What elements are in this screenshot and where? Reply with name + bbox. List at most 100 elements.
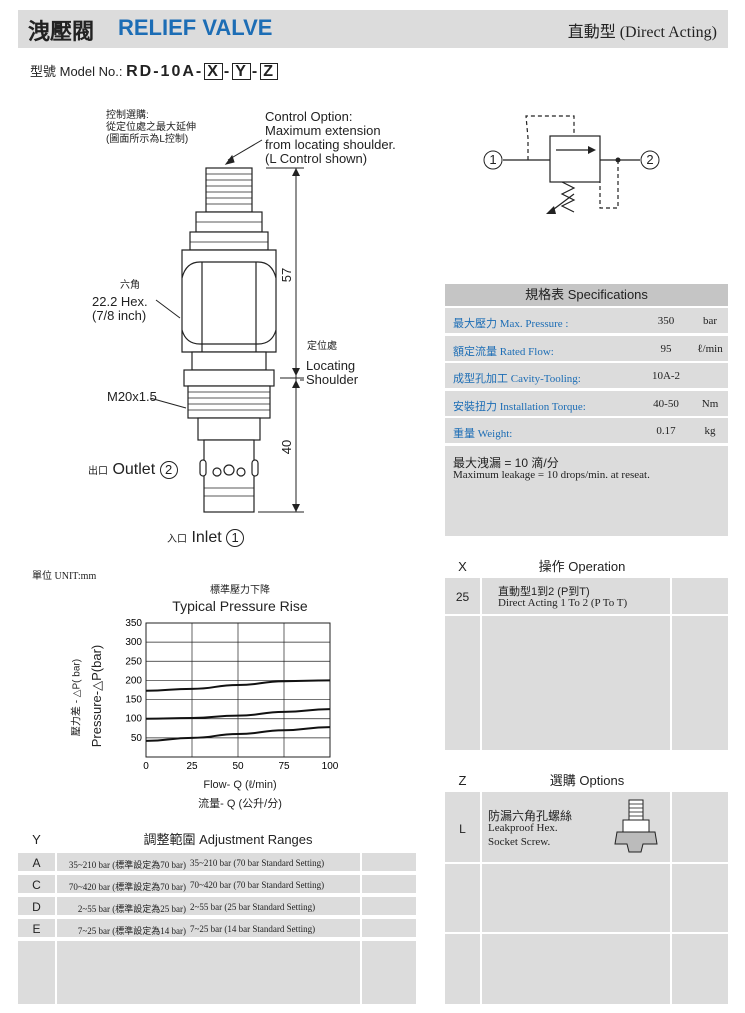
outlet-label: 出口 Outlet 2: [88, 461, 178, 479]
control-en-label: Control Option: Maximum extension from l…: [265, 110, 396, 166]
main-thread: [187, 385, 271, 419]
control-en-2: Maximum extension: [265, 123, 381, 138]
chart-ytick-label: 150: [125, 695, 142, 706]
control-en-3: from locating shoulder.: [265, 137, 396, 152]
chart-xlabel-zh: 流量- Q (公升/分): [198, 798, 282, 810]
thread-label: M20x1.5: [107, 389, 157, 404]
symbol-port-1: 1: [489, 152, 497, 167]
adjustment-zh: 2~55 bar (標準設定為25 bar): [77, 904, 186, 914]
options-col: Z: [458, 773, 467, 788]
adjustment-title: 調整範圍 Adjustment Ranges: [143, 832, 313, 847]
title-zh: 洩壓閥: [28, 19, 95, 44]
header-bar: [18, 10, 728, 48]
outlet-port-number: 2: [159, 461, 178, 479]
hydraulic-symbol: [483, 115, 660, 214]
control-en-4: (L Control shown): [265, 151, 368, 166]
adjustment-en: 35~210 bar (70 bar Standard Setting): [190, 858, 325, 868]
spec-value: 95: [660, 342, 672, 355]
title-en: RELIEF VALVE: [118, 15, 273, 40]
spec-unit: ℓ/min: [697, 342, 723, 355]
hex-body: [181, 249, 277, 353]
spec-label: 安裝扭力 Installation Torque:: [453, 400, 586, 413]
hex-en-2: (7/8 inch): [92, 308, 147, 323]
header-subtitle: 直動型 (Direct Acting): [567, 24, 717, 41]
adjustment-row: D 2~55 bar (標準設定為25 bar) 2~55 bar (25 bar …: [18, 895, 416, 917]
outlet-zh: 出口: [88, 466, 108, 477]
locating-en-1: Locating: [306, 358, 356, 373]
hex-zh: 六角: [120, 280, 140, 291]
adjustment-code: A: [32, 856, 41, 870]
spec-row: 成型孔加工 Cavity-Tooling: 10A-2: [445, 361, 728, 388]
locating-shoulder-part: [183, 369, 275, 387]
chart-ytick-label: 50: [131, 733, 143, 744]
operation-en: Direct Acting 1 To 2 (P To T): [498, 597, 628, 609]
model-sep: -: [223, 63, 232, 80]
chart-xtick-label: 25: [186, 761, 198, 772]
locating-en-2: Shoulder: [306, 372, 359, 387]
leakage-box: 最大洩漏 = 10 滴/分 Maximum leakage = 10 drops…: [445, 444, 728, 536]
unit-label: 單位 UNIT:mm: [32, 571, 97, 582]
specs-title: 規格表 Specifications: [445, 284, 728, 306]
locating-label: Locating Shoulder: [306, 359, 358, 387]
spec-unit: Nm: [701, 397, 719, 410]
leakage-zh: 最大洩漏 = 10 滴/分: [453, 456, 559, 470]
options-body: L 防漏六角孔螺絲 Leakproof Hex. Socket Screw.: [445, 792, 728, 1004]
spec-label: 重量 Weight:: [453, 428, 513, 440]
adjustment-empty-row: [18, 939, 416, 1006]
hex-socket-screw-icon: [614, 799, 658, 853]
model-x-box: X: [204, 63, 223, 80]
options-en-2: Socket Screw.: [488, 836, 551, 848]
symbol-port-2: 2: [646, 152, 654, 167]
hex-en-1: 22.2 Hex.: [92, 294, 148, 309]
model-sep: -: [251, 63, 260, 80]
chart-xtick-label: 0: [143, 761, 149, 772]
chart-title: Typical Pressure Rise: [172, 598, 308, 614]
chart-ytick-label: 300: [125, 637, 142, 648]
spec-unit: kg: [704, 425, 716, 437]
operation-body: 25 直動型1到2 (P到T) Direct Acting 1 To 2 (P …: [445, 578, 728, 750]
model-code-base: RD-10A-: [126, 63, 204, 80]
chart-title-zh: 標準壓力下降: [210, 585, 270, 596]
chart-series-line: [145, 679, 331, 692]
options-zh: 防漏六角孔螺絲: [488, 809, 573, 823]
spec-value: 40-50: [653, 397, 679, 410]
chart-ylabel: Pressure-△P(bar): [89, 644, 104, 748]
chart-ylabel-zh: 壓力差 - △P( bar): [71, 658, 83, 737]
dim-40: 40: [279, 439, 295, 455]
dim-57: 57: [279, 267, 295, 283]
control-zh-2: 從定位處之最大延伸: [106, 122, 196, 133]
options-title: 選購 Options: [549, 773, 625, 788]
chart-ytick-label: 350: [125, 618, 142, 629]
adjustment-en: 2~55 bar (25 bar Standard Setting): [190, 902, 316, 912]
control-en-1: Control Option:: [265, 109, 353, 124]
leakage-en: Maximum leakage = 10 drops/min. at resea…: [453, 469, 650, 481]
spec-value: 10A-2: [651, 370, 681, 382]
operation-code: 25: [455, 590, 470, 604]
options-code: L: [459, 822, 466, 836]
spec-row: 安裝扭力 Installation Torque: 40-50 Nm: [445, 388, 728, 416]
model-z-box: Z: [260, 63, 279, 80]
adjustment-code: C: [32, 878, 41, 892]
operation-col: X: [458, 559, 467, 574]
operation-zh: 直動型1到2 (P到T): [498, 586, 590, 598]
chart-xtick-label: 75: [278, 761, 290, 772]
operation-title: 操作 Operation: [538, 559, 626, 574]
inlet-en: Inlet: [191, 529, 222, 546]
chart-series-line: [145, 708, 331, 720]
outlet-en: Outlet: [112, 461, 156, 478]
adjustment-code: D: [32, 900, 41, 914]
chart-xtick-label: 100: [322, 761, 339, 772]
spec-label: 成型孔加工 Cavity-Tooling:: [453, 373, 581, 385]
adjustment-code: E: [32, 922, 41, 936]
spec-label: 額定流量 Rated Flow:: [453, 345, 554, 358]
adjustment-zh: 7~25 bar (標準設定為14 bar): [77, 926, 186, 936]
inlet-label: 入口 Inlet 1: [167, 529, 245, 547]
inlet-port-number: 1: [226, 529, 245, 547]
control-zh-1: 控制選購:: [106, 110, 149, 121]
locating-zh: 定位處: [307, 341, 337, 352]
